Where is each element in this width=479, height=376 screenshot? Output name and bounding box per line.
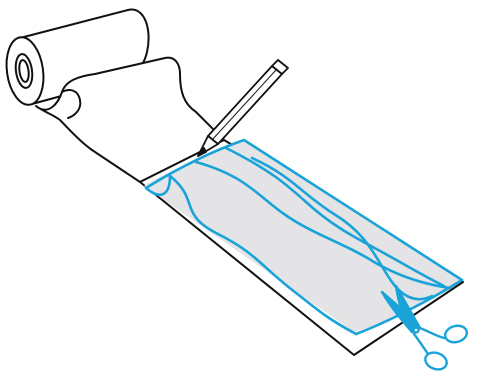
scissors-handle-upper [443, 323, 468, 344]
